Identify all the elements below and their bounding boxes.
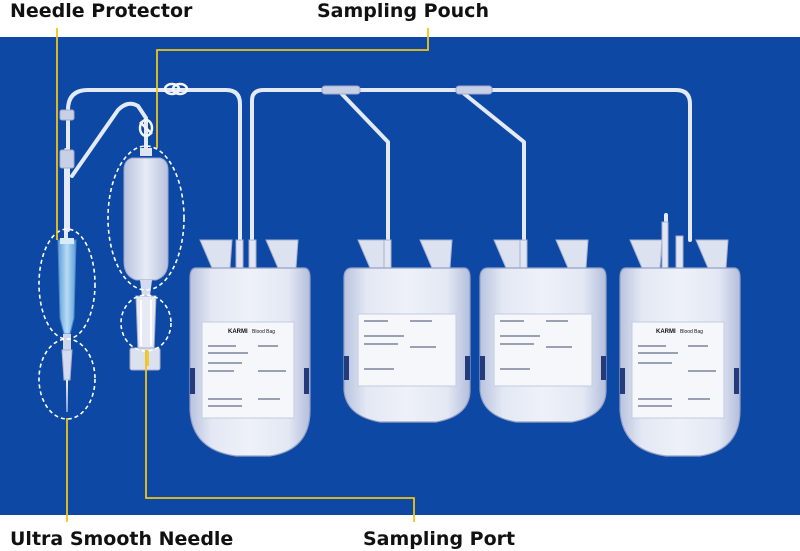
needle-protector — [57, 238, 77, 335]
bag-4-product-label: Blood Bag — [680, 329, 703, 335]
sampling-pouch-highlight — [107, 145, 185, 291]
callout-lines — [56, 28, 429, 522]
needle-highlight — [38, 338, 96, 420]
needle-protector-label: Needle Protector — [10, 0, 193, 22]
sampling-port-highlight — [120, 294, 172, 352]
blood-bag-1: KARMI Blood Bag — [189, 239, 311, 457]
blood-bag-4: KARMI Blood Bag — [619, 221, 741, 457]
bag-4-brand-label: KARMI — [656, 329, 676, 335]
sampling-port-label: Sampling Port — [363, 528, 516, 550]
blood-bag-3 — [479, 239, 607, 423]
ultra-smooth-needle — [61, 334, 73, 412]
bag-1-brand-label: KARMI — [228, 329, 248, 335]
tubing-connectors — [59, 85, 493, 169]
bag-1-product-label: Blood Bag — [252, 329, 275, 335]
pouch-clamp — [138, 118, 154, 138]
sampling-pouch-callout-line — [156, 28, 429, 148]
sampling-port — [129, 295, 161, 371]
sampling-pouch — [123, 148, 169, 296]
tube-clamp — [163, 82, 189, 96]
ultra-smooth-needle-label: Ultra Smooth Needle — [10, 528, 234, 550]
sampling-port-callout-line — [145, 350, 415, 522]
blood-bag-2 — [343, 239, 471, 423]
sampling-pouch-label: Sampling Pouch — [317, 0, 489, 22]
